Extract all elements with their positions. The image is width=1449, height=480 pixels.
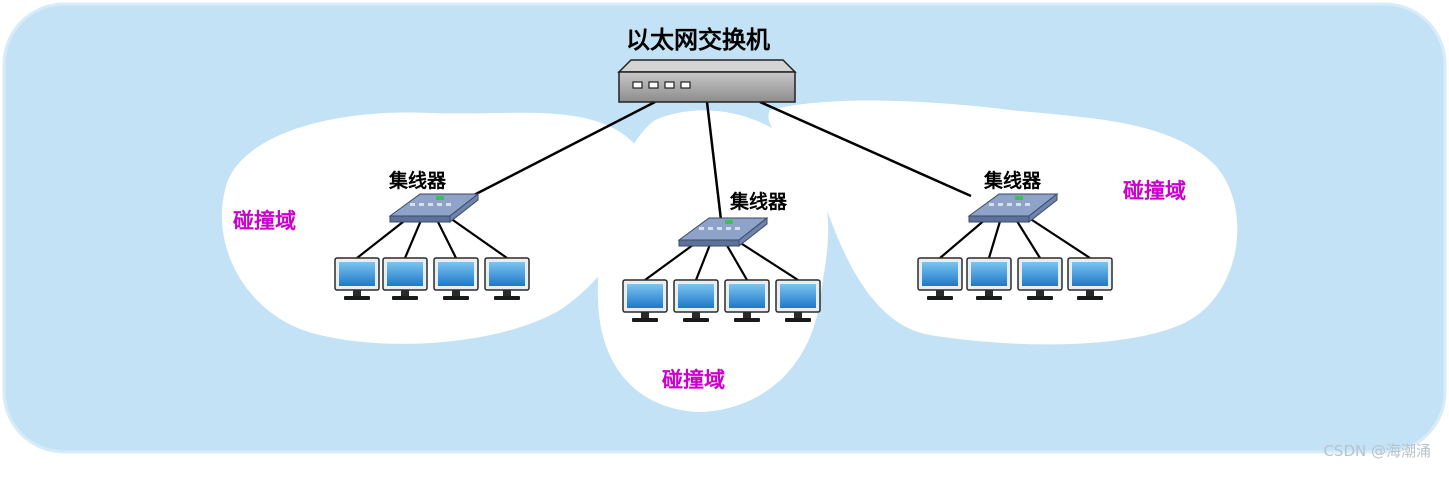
cable-hub-to-pc [356, 217, 409, 259]
cable-hub-to-pc [939, 217, 988, 259]
cables [356, 100, 1091, 281]
computer-monitor-icon [673, 279, 719, 322]
computer-monitor-icon [1017, 257, 1063, 300]
cable-hub-to-pc [435, 217, 457, 259]
hub-icon-left [388, 192, 480, 224]
cable-switch-to-hub-right [759, 100, 972, 198]
computer-monitor-icon [334, 257, 380, 300]
collision-domain-label-left: 碰撞域 [233, 209, 296, 233]
cable-hub-to-pc [449, 217, 508, 259]
cable-hub-to-pc [644, 241, 698, 281]
computer-monitor-icon [622, 279, 668, 322]
computer-monitor-icon [917, 257, 963, 300]
hub-icon-right [967, 192, 1059, 224]
computers [334, 257, 1113, 322]
computer-monitor-icon [775, 279, 821, 322]
computer-monitor-icon [724, 279, 770, 322]
network-switch-icon [617, 59, 797, 103]
cable-hub-to-pc [738, 241, 799, 281]
hub-icon-middle [677, 216, 769, 248]
hub-label-right: 集线器 [984, 170, 1042, 192]
hub-label-left: 集线器 [389, 170, 447, 192]
cable-switch-to-hub-left [471, 100, 656, 198]
watermark: CSDN @海潮涌 [1323, 442, 1431, 460]
collision-domain-cloud-left [221, 112, 646, 344]
cable-hub-to-pc [694, 241, 713, 281]
cable-switch-to-hub-middle [705, 101, 723, 221]
computer-monitor-icon [1067, 257, 1113, 300]
collision-domain-label-middle: 碰撞域 [662, 368, 725, 392]
collision-domain-cloud-middle [597, 110, 829, 413]
switch-label: 以太网交换机 [626, 26, 770, 54]
computer-monitor-icon [966, 257, 1012, 300]
computer-monitor-icon [433, 257, 479, 300]
cable-hub-to-pc [1028, 217, 1091, 259]
computer-monitor-icon [382, 257, 428, 300]
cable-hub-to-pc [987, 217, 1003, 259]
hubs [388, 192, 1059, 248]
computer-monitor-icon [484, 257, 530, 300]
collision-domain-label-right: 碰撞域 [1123, 179, 1186, 203]
hub-label-middle: 集线器 [730, 191, 788, 213]
cable-hub-to-pc [724, 241, 748, 281]
cable-hub-to-pc [1014, 217, 1041, 259]
cable-hub-to-pc [403, 217, 424, 259]
